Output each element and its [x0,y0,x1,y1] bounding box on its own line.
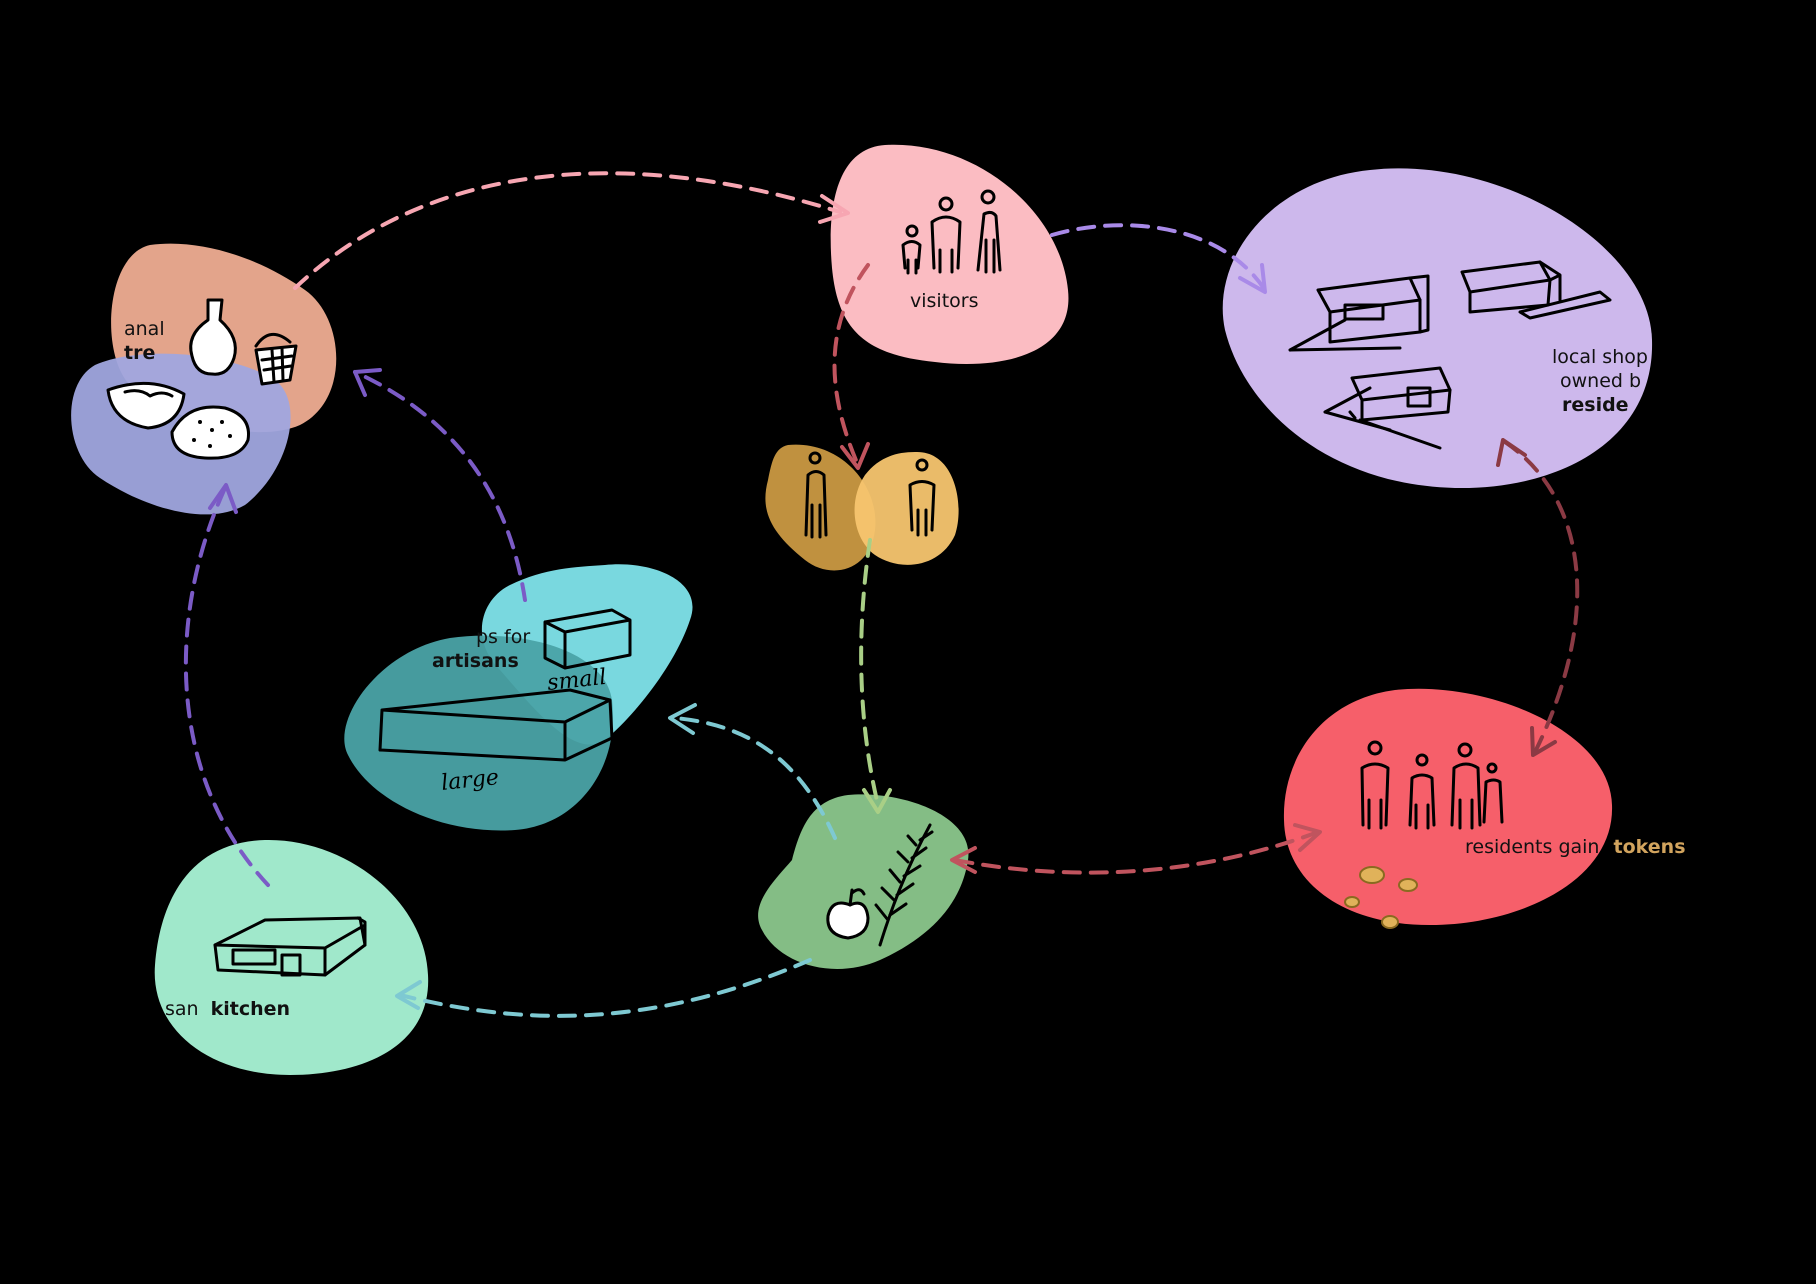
visitors-blob [830,144,1069,364]
workshops-large-label: large [440,765,500,796]
arrow-middle-to-produce [859,538,880,807]
coins-icon [1344,866,1418,929]
local-shops-blob [1222,168,1653,489]
arrow-residents-produce-head-right [1293,823,1322,852]
arrow-artisanal-to-visitors-head [818,194,850,224]
person-pair-icon [804,451,936,539]
box-icon [378,608,632,762]
workshops-small-label: small [546,665,608,696]
apple-wheat-icon [826,823,934,947]
kitchen-building-icon [213,916,367,977]
kitchen-label: san kitchen [165,998,290,1020]
kitchen-label-prefix: san [165,998,199,1020]
shop-buildings-icon [1288,260,1612,450]
arrow-visitors-to-shops [1050,223,1267,292]
family-people-icon [1360,740,1504,830]
arrow-shops-residents-head-top [1496,438,1527,467]
arrow-visitors-to-middle-head [840,442,870,470]
blobs [71,144,1653,1075]
tokens-label: tokens [1614,836,1686,858]
residents-blob [1283,688,1613,925]
jug-basket-bread-icon [106,298,298,460]
kitchen-label-bold: kitchen [211,998,290,1020]
local-shops-label-line3: reside [1562,394,1629,416]
arrow-workshops-to-artisanal-head [353,368,382,397]
local-shops-label-line2: owned b [1560,370,1641,392]
workshops-label-line2: artisans [432,650,519,672]
middle-blob-right [854,451,959,565]
kitchen-blob [154,839,429,1075]
arrow-visitors-to-middle [832,263,870,467]
arrow-shops-residents [1503,440,1580,754]
arrow-produce-to-workshops-head [668,703,697,735]
arrow-artisanal-to-visitors [293,171,842,290]
flow-arrows [183,171,1580,1018]
produce-blob [758,794,969,969]
arrow-middle-to-produce-head [862,788,892,814]
arrow-workshops-to-artisanal [353,370,527,602]
arrow-residents-produce-head-left [950,846,977,874]
workshops-label-line1: ps for [476,626,530,648]
arrow-produce-to-workshops [673,716,837,840]
arrow-visitors-to-shops-head [1238,263,1267,294]
arrow-kitchen-to-artisanal-head [208,483,238,514]
artisanal-label-line1: anal [124,318,165,340]
arrow-shops-residents-head-bottom [1530,726,1557,757]
local-shops-label-line1: local shop [1552,346,1648,368]
residents-label: residents gain tokens [1465,836,1686,858]
residents-label-prefix: residents gain [1465,836,1599,858]
arrow-residents-produce [953,830,1320,875]
arrow-produce-to-kitchen-head [395,980,422,1010]
workshops-large-blob [344,635,614,831]
arrow-produce-to-kitchen [398,958,812,1018]
three-people-icon [901,189,1002,275]
visitors-label: visitors [910,290,979,312]
artisanal-label-line2: tre [124,342,155,364]
arrow-kitchen-to-artisanal [183,486,270,887]
